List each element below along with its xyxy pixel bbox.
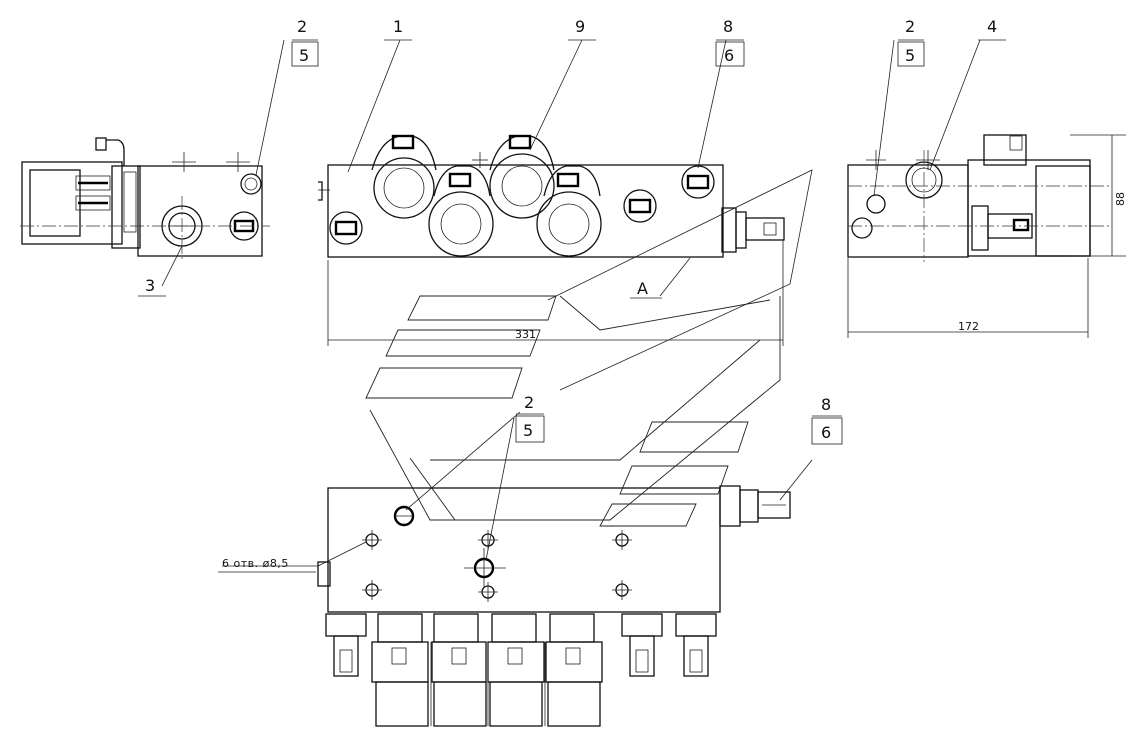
callout-bottom-2: 2 (524, 393, 534, 412)
callout-left-5: 5 (299, 46, 309, 65)
front-view (318, 39, 813, 391)
dimension-width: 172 (958, 320, 979, 333)
callout-top-6: 6 (724, 46, 734, 65)
callout-top-8: 8 (723, 17, 733, 36)
dimension-height: 88 (1114, 192, 1127, 206)
sensors-front (329, 165, 715, 245)
callout-right-5: 5 (905, 46, 915, 65)
left-end-view (20, 39, 285, 287)
plan-view (222, 411, 813, 727)
callout-right-2: 2 (905, 17, 915, 36)
dimension-length: 331 (515, 328, 536, 341)
bottom-ports (325, 613, 717, 727)
callout-bottom-8: 8 (821, 395, 831, 414)
callout-left-2: 2 (297, 17, 307, 36)
callout-bottom-6: 6 (821, 423, 831, 442)
holes-note: 6 отв. ø8,5 (222, 557, 289, 570)
dimension-labels: 331 172 88 6 отв. ø8,5 (222, 192, 1127, 570)
side-connector (721, 207, 785, 253)
watermark-logo (365, 295, 781, 527)
right-end-view (847, 39, 1126, 338)
mounting-holes (362, 530, 632, 602)
callout-boxes (138, 39, 1006, 573)
callout-bottom-5: 5 (523, 421, 533, 440)
callout-right-4: 4 (987, 17, 997, 36)
callout-top-9: 9 (575, 17, 585, 36)
solenoid-coils (371, 134, 602, 257)
callout-labels: 2 5 3 1 9 8 6 2 5 4 A 2 5 8 6 (145, 17, 997, 442)
callout-top-1: 1 (393, 17, 403, 36)
callout-view-a: A (637, 279, 648, 298)
callout-left-3: 3 (145, 276, 155, 295)
